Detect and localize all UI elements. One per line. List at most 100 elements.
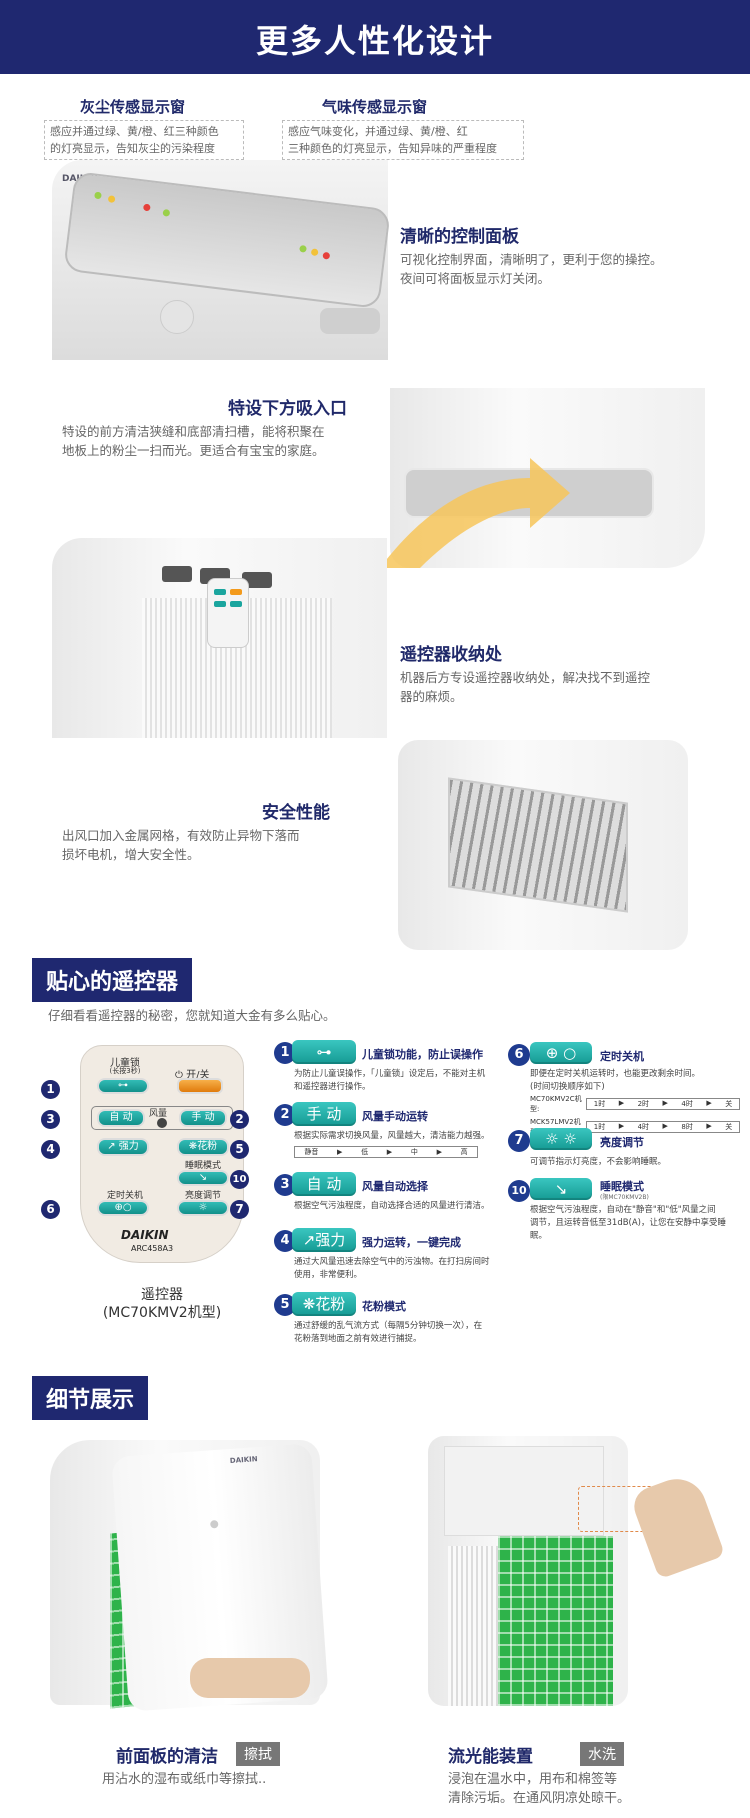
storage-desc-line: 机器后方专设遥控器收纳处，解决找不到遥控 xyxy=(400,670,651,685)
bottom-inlet-image xyxy=(380,388,705,568)
feature-4-button: ↗强力 xyxy=(292,1228,356,1252)
timer-step: 2时 xyxy=(637,1100,650,1108)
feature-3-title: 风量自动选择 xyxy=(362,1180,428,1193)
remote-storage-title: 遥控器收纳处 xyxy=(400,645,502,665)
brightness-label: 亮度调节 xyxy=(184,1191,221,1201)
inlet-desc-line: 地板上的粉尘一扫而光。更适合有宝宝的家庭。 xyxy=(62,443,325,458)
green-led xyxy=(162,209,171,217)
feature-10-desc: 根据空气污浊程度，自动在"静音"和"低"风量之间 调节，且运转音低至31dB(A… xyxy=(530,1204,742,1243)
feature-5-num: 5 xyxy=(274,1294,296,1316)
odor-desc-line: 感应气味变化，并通过绿、黄/橙、红 xyxy=(288,125,468,138)
timer-step: 8时 xyxy=(681,1123,693,1131)
feature-6-num: 6 xyxy=(508,1044,530,1066)
daikin-logo: DAIKIN xyxy=(229,1455,258,1466)
timer-step: 4时 xyxy=(681,1100,693,1108)
feature-10-desc-line: 调节，且运转音低至31dB(A)，让您在安静中享受睡眠。 xyxy=(530,1218,726,1241)
green-led xyxy=(299,244,307,253)
feature-5-desc: 通过舒缓的乱气流方式（每隔5分钟切换一次），在 花粉落到地面之前有效进行捕捉。 xyxy=(294,1320,494,1346)
front-panel-title: 前面板的清洁 xyxy=(116,1747,218,1767)
top-banner xyxy=(0,0,750,74)
streamer-desc-line: 清除污垢。在通风阴凉处晾干。 xyxy=(448,1791,631,1806)
manual-button[interactable]: 手 动 xyxy=(179,1109,227,1127)
feature-2-desc: 根据实际需求切换风量，风量越大，清洁能力越强。 xyxy=(294,1131,490,1141)
child-lock-label: 儿童锁 xyxy=(110,1058,140,1069)
panel-window xyxy=(320,308,380,334)
sensor-dot xyxy=(210,1520,219,1529)
feature-4-button-text: 强力 xyxy=(315,1231,346,1249)
airflow-arrow-icon xyxy=(380,458,570,568)
callout-2: 2 xyxy=(230,1110,249,1129)
callout-1: 1 xyxy=(41,1080,60,1099)
feature-4-desc-line: 通过大风量迅速去除空气中的污浊物。在打扫房间时 xyxy=(294,1257,490,1267)
odor-window-title: 气味传感显示窗 xyxy=(322,98,428,116)
led-strip xyxy=(63,170,391,310)
speed-step: 中 xyxy=(410,1148,418,1156)
arrow-right-icon: ▶ xyxy=(662,1099,668,1107)
callout-7: 7 xyxy=(230,1200,249,1219)
child-lock-button[interactable]: ⊶ xyxy=(97,1078,149,1094)
feature-3-num: 3 xyxy=(274,1174,296,1196)
sleep-label: 睡眠模式 xyxy=(184,1161,221,1171)
feature-5-title: 花粉模式 xyxy=(362,1300,406,1313)
auto-button[interactable]: 自 动 xyxy=(97,1109,145,1127)
feature-7-button: ☼ ☼ xyxy=(530,1128,592,1150)
green-filter xyxy=(498,1536,613,1706)
pollen-button[interactable]: ❋花粉 xyxy=(177,1138,229,1156)
child-lock-sub: (长按3秒) xyxy=(109,1067,141,1075)
timer-step: 关 xyxy=(725,1100,733,1108)
brightness-button[interactable]: ☼ xyxy=(177,1200,229,1216)
streamer-desc-line: 浸泡在温水中，用布和棉签等 xyxy=(448,1772,618,1787)
remote-caption: 遥控器 (MC70KMV2机型) xyxy=(92,1286,232,1322)
feature-2-num: 2 xyxy=(274,1104,296,1126)
feature-6-title: 定时关机 xyxy=(600,1050,644,1063)
arrow-right-icon: ▶ xyxy=(618,1122,625,1130)
front-panel-tag: 擦拭 xyxy=(236,1742,280,1766)
callout-3: 3 xyxy=(41,1110,60,1129)
control-desc-line: 可视化控制界面，清晰明了，更利于您的操控。 xyxy=(400,252,663,267)
banner-title: 更多人性化设计 xyxy=(255,22,494,60)
vent-slot xyxy=(162,566,192,582)
dust-window-desc: 感应并通过绿、黄/橙、红三种颜色 的灯亮显示，告知灰尘的污染程度 xyxy=(44,120,244,160)
front-panel-desc: 用沾水的湿布或纸巾等擦拭.. xyxy=(102,1772,267,1787)
feature-5-desc-line: 花粉落到地面之前有效进行捕捉。 xyxy=(294,1334,422,1344)
feature-4-desc: 通过大风量迅速去除空气中的污浊物。在打扫房间时 使用，非常便利。 xyxy=(294,1256,494,1282)
power-button[interactable] xyxy=(177,1078,223,1094)
feature-6-button: ⊕ ○ xyxy=(530,1042,592,1064)
safety-desc-line: 损坏电机，增大安全性。 xyxy=(62,847,200,862)
timer-step: 4时 xyxy=(637,1123,650,1131)
timer-button[interactable]: ⊕○ xyxy=(97,1200,149,1216)
feature-10-button: ↘ xyxy=(530,1178,592,1200)
bottom-inlet-desc: 特设的前方清洁狭缝和底部清扫槽，能将积聚在 地板上的粉尘一扫而光。更适合有宝宝的… xyxy=(62,422,402,460)
streamer-image xyxy=(428,1436,662,1706)
feature-4-desc-line: 使用，非常便利。 xyxy=(294,1270,363,1280)
control-panel-image: DAIKIN xyxy=(52,160,391,360)
safety-desc: 出风口加入金属网格，有效防止异物下落而 损坏电机，增大安全性。 xyxy=(62,826,382,864)
feature-4-title: 强力运转，一键完成 xyxy=(362,1236,461,1249)
odor-desc-line: 三种颜色的灯亮显示，告知异味的严重程度 xyxy=(288,142,497,155)
callout-10: 10 xyxy=(230,1170,249,1189)
storage-desc-line: 器的麻烦。 xyxy=(400,689,463,704)
power-label: ⏻ 开/关 xyxy=(175,1070,210,1081)
streamer-title: 流光能装置 xyxy=(448,1747,533,1767)
remote-brand: DAIKIN xyxy=(121,1228,169,1242)
timer-steps: 1时▶ 2时▶ 4时▶ 关 xyxy=(586,1098,740,1110)
dust-desc-line: 的灯亮显示，告知灰尘的污染程度 xyxy=(50,142,215,155)
arrow-right-icon: ▶ xyxy=(662,1122,668,1130)
turbo-button[interactable]: ↗ 强力 xyxy=(97,1138,149,1156)
feature-1-desc-line: 和遥控器进行操作。 xyxy=(294,1082,371,1092)
odor-window-desc: 感应气味变化，并通过绿、黄/橙、红 三种颜色的灯亮显示，告知异味的严重程度 xyxy=(282,120,524,160)
feature-10-desc-line: 根据空气污浊程度，自动在"静音"和"低"风量之间 xyxy=(530,1205,716,1215)
remote-control: 儿童锁 (长按3秒) ⊶ ⏻ 开/关 自 动 风量 手 动 ↗ 强力 ❋花粉 睡… xyxy=(80,1045,244,1263)
remote-key xyxy=(230,601,242,607)
feature-7-desc: 可调节指示灯亮度，不会影响睡眠。 xyxy=(530,1157,667,1167)
yellow-led xyxy=(107,195,116,204)
fan-speed-bar: 静音▶ 低▶ 中▶ 高 xyxy=(294,1146,478,1158)
sleep-button[interactable]: ↘ xyxy=(177,1170,229,1186)
callout-6: 6 xyxy=(41,1200,60,1219)
stored-remote xyxy=(207,578,249,648)
remote-caption-line: (MC70KMV2机型) xyxy=(102,1305,222,1321)
sensor-icon xyxy=(160,300,194,334)
feature-4-num: 4 xyxy=(274,1230,296,1252)
feature-5-desc-line: 通过舒缓的乱气流方式（每隔5分钟切换一次），在 xyxy=(294,1321,483,1331)
feature-5-button-text: 花粉 xyxy=(315,1295,346,1313)
